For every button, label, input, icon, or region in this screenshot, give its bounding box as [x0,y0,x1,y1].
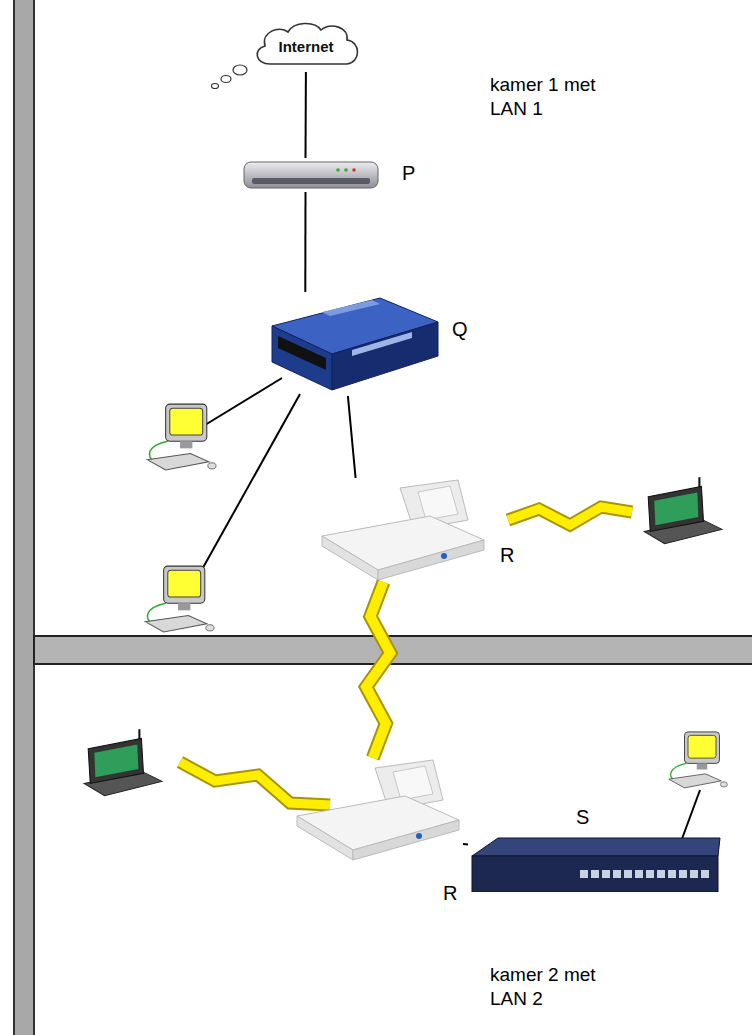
wireless-link [508,507,632,525]
network-device: P [242,158,380,192]
modem-body [244,162,378,188]
network-device: R [318,478,488,582]
cable-line [304,192,306,292]
desktop-pc [147,404,216,470]
cloud-bubble [233,65,247,75]
laptop [644,477,722,544]
access-point-front [297,816,353,860]
access-point-slot [393,766,433,800]
cable [305,72,306,158]
network-device: S [468,834,724,892]
wireless-link [508,507,632,525]
internet-cloud: Internet [250,18,362,72]
switch-port [646,870,654,878]
access-point-front [322,536,378,580]
router-panel [278,336,326,370]
laptop [84,729,162,796]
router-front [272,326,332,390]
cable [348,396,356,478]
cable-line [348,396,356,478]
modem-light [336,168,340,172]
modem-light [344,168,348,172]
device-letter: P [402,162,415,185]
cable-line [463,843,468,846]
wireless-link [180,762,330,805]
router-side [332,322,438,390]
cable [195,394,300,582]
switch-port [690,870,698,878]
network-device: R [293,758,463,866]
switch-top [472,838,720,856]
wireless-bolt [366,582,390,758]
cable [463,843,468,845]
modem-drawing [242,158,380,192]
device-letter: Q [452,318,468,341]
device-letter: R [443,882,457,905]
cloud-bubble [221,76,231,83]
access-point-side [353,820,459,860]
floor [34,636,752,664]
room-label: kamer 1 met LAN 1 [490,73,620,121]
wireless-link [366,582,390,758]
router-stripe [352,332,412,356]
wall [14,0,34,1035]
switch-port [624,870,632,878]
wireless-link [180,762,330,805]
cable-line [305,72,307,158]
cable [305,192,306,292]
switch-port [701,870,709,878]
switch-port [580,870,588,878]
switch-port [635,870,643,878]
access-point-slot [418,486,458,520]
network-device: Q [262,292,442,396]
router-logo [322,300,380,316]
ap-drawing [318,478,488,582]
cable [205,378,282,425]
access-point-button [416,833,422,839]
access-point-button [441,553,447,559]
desktop-pc [669,732,728,788]
access-point-side [378,540,484,580]
switch-port [591,870,599,878]
switch-front [472,856,718,892]
ap-drawing [293,758,463,866]
desktop-pc [145,566,214,632]
switch-port [679,870,687,878]
switch-port [657,870,665,878]
device-letter: R [500,544,514,567]
wireless-bolt [366,582,390,758]
cloud-bubble [212,84,219,89]
cloud-label: Internet [250,22,362,72]
router-drawing [262,292,442,396]
device-letter: S [576,806,589,829]
access-point-top [297,796,459,850]
switch-port [668,870,676,878]
switch-port [613,870,621,878]
modem-light [352,168,356,172]
access-point-top [322,516,484,570]
modem-front [252,178,370,184]
sw-drawing [468,834,724,892]
switch-port [602,870,610,878]
room-label: kamer 2 met LAN 2 [490,963,620,1011]
